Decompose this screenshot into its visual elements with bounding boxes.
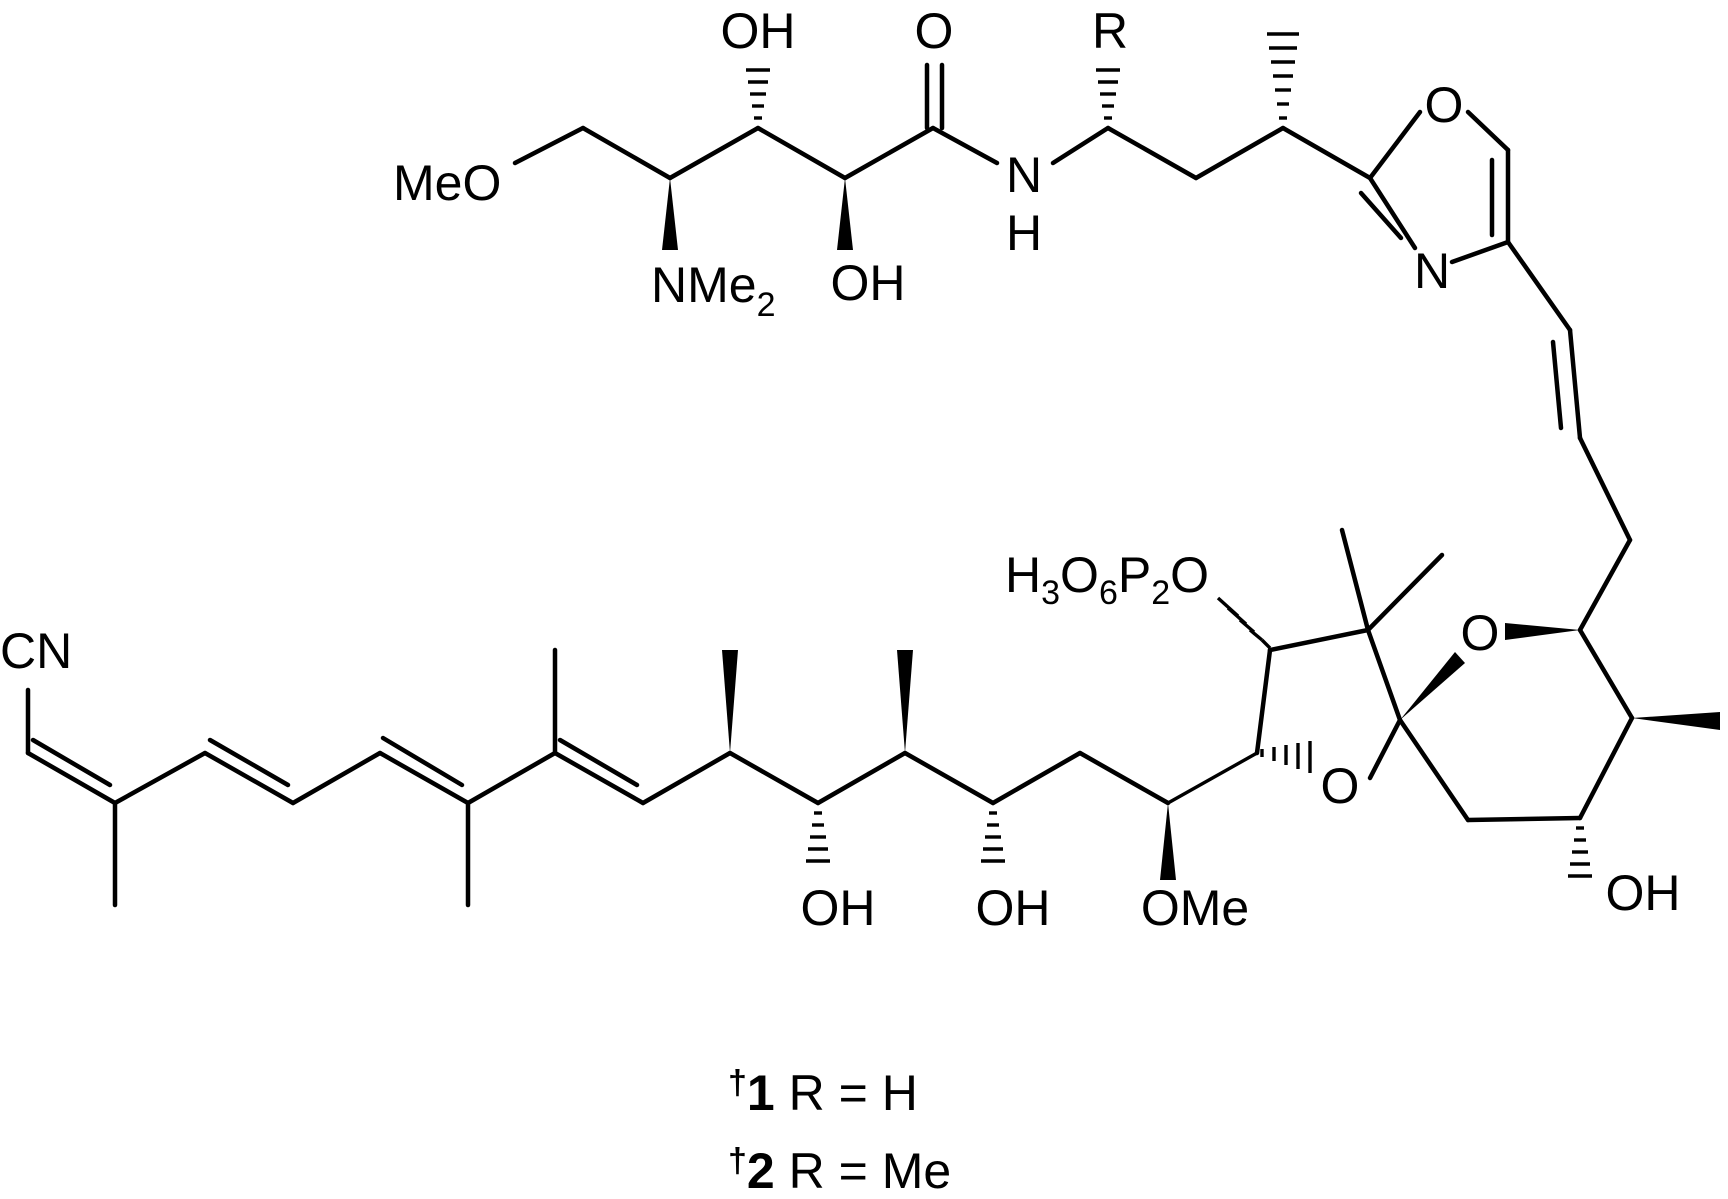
label-o-oxazole: O — [1425, 77, 1464, 133]
label-p2: P — [1118, 547, 1151, 603]
label-n-oxazole: N — [1414, 243, 1450, 299]
label-h-amide: H — [1006, 205, 1042, 261]
label-nme2: NMe2 — [651, 257, 776, 324]
caption-line-1: †1 R = H — [728, 1064, 918, 1121]
label-h3: H — [1005, 547, 1041, 603]
label-oh-chain-2: OH — [976, 880, 1051, 936]
stereo-hashes — [746, 32, 1592, 878]
label-meo: MeO — [393, 155, 501, 211]
caption-1-dagger: † — [728, 1064, 747, 1102]
caption-2-number: 2 — [747, 1143, 775, 1199]
label-sub2: 2 — [1151, 574, 1170, 612]
label-cn: CN — [0, 623, 72, 679]
label-o-phos: O — [1170, 547, 1209, 603]
caption-2-text: R = Me — [775, 1143, 951, 1199]
caption-1-number: 1 — [747, 1065, 775, 1121]
label-o-pyran: O — [1461, 605, 1500, 661]
label-oh-ring: OH — [1606, 865, 1681, 921]
label-phosphate: H3O6P2O — [1005, 547, 1209, 612]
label-o6: O — [1060, 547, 1099, 603]
bond-skeleton — [25, 62, 1635, 908]
caption-2-dagger: † — [728, 1142, 747, 1180]
label-ome: OMe — [1141, 880, 1249, 936]
label-oh-top: OH — [721, 3, 796, 59]
stereo-wedges — [662, 178, 1720, 880]
label-r-group: R — [1092, 3, 1128, 59]
caption-line-2: †2 R = Me — [728, 1142, 951, 1199]
caption: †1 R = H †2 R = Me — [728, 1064, 951, 1199]
label-sub3: 3 — [1041, 574, 1060, 612]
label-o-thf: O — [1321, 758, 1360, 814]
label-oh-chain-1: OH — [801, 880, 876, 936]
atom-labels: OH O R MeO N H NMe2 OH O N CN H3O6P2O O … — [0, 3, 1681, 936]
caption-1-text: R = H — [775, 1065, 918, 1121]
label-n-amide: N — [1006, 147, 1042, 203]
label-oh-mid: OH — [831, 255, 906, 311]
label-nme2-sub: 2 — [757, 286, 776, 324]
label-nme2-n: NMe — [651, 257, 757, 313]
label-o-carbonyl: O — [915, 3, 954, 59]
label-sub6: 6 — [1099, 574, 1118, 612]
